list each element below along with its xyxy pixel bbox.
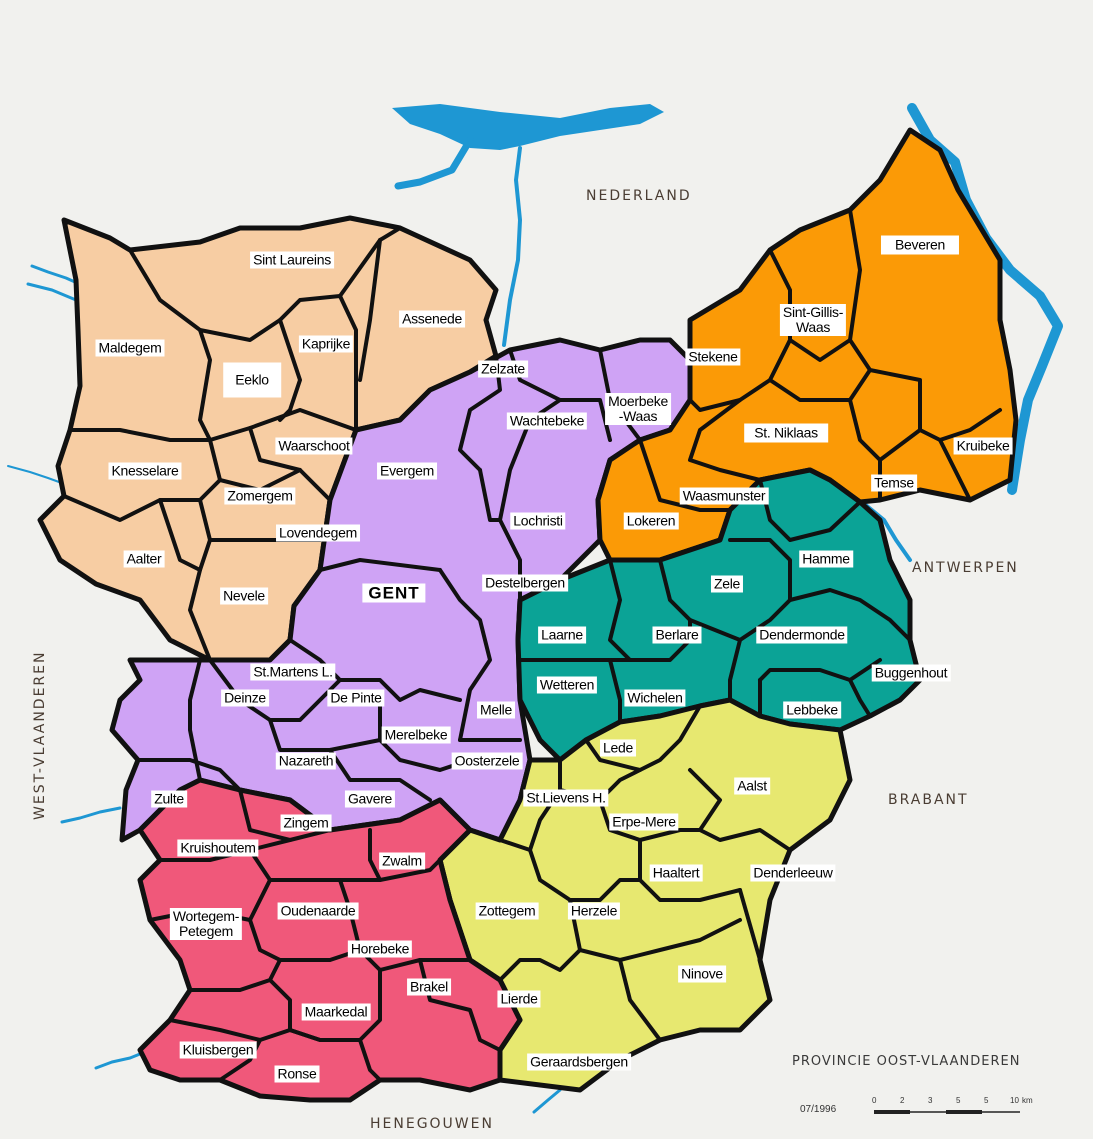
northern-canal	[502, 146, 522, 347]
municipality-label: Oudenaarde	[277, 902, 359, 920]
region-oudenaarde	[137, 777, 523, 1103]
municipality-label: Aalst	[734, 777, 770, 795]
municipality-label: Ronse	[274, 1065, 320, 1083]
municipality-label: Maarkedal	[301, 1003, 371, 1021]
municipality-label: Denderleeuw	[750, 864, 836, 882]
municipality-label: Zomergem	[224, 487, 296, 505]
municipality-label: St.Martens L.	[250, 663, 336, 681]
municipality-label-gent: GENT	[362, 583, 426, 603]
municipality-label: Stekene	[685, 348, 741, 366]
municipality-label: Sint Laureins	[250, 251, 334, 269]
municipality-label: Berlare	[652, 626, 702, 644]
westerschelde-estuary	[392, 104, 664, 150]
municipality-label: Geraardsbergen	[527, 1053, 631, 1071]
municipality-label: Knesselare	[108, 462, 182, 480]
scale-tick-2: 3	[928, 1096, 933, 1105]
municipality-label: Erpe-Mere	[609, 813, 679, 831]
west-canal-2	[26, 282, 78, 302]
municipality-label: Lochristi	[510, 512, 566, 530]
lys-river	[60, 806, 122, 824]
neighbor-label-nederland: NEDERLAND	[586, 188, 692, 204]
municipality-label: Eeklo	[223, 362, 281, 398]
municipality-label: Deinze	[221, 689, 269, 707]
municipality-label: Beveren	[880, 235, 960, 255]
municipality-label: Kaprijke	[298, 335, 354, 353]
municipality-label: Lovendegem	[276, 524, 360, 542]
dender-south	[532, 1088, 562, 1114]
municipality-label: Aalter	[123, 550, 165, 568]
municipality-label: Oosterzele	[451, 752, 523, 770]
municipality-label: Wichelen	[624, 689, 686, 707]
municipality-label: Zulte	[151, 790, 187, 808]
municipality-label: Lede	[600, 739, 636, 757]
municipality-label: De Pinte	[327, 689, 385, 707]
municipality-label: Melle	[477, 701, 515, 719]
municipality-label: Brakel	[407, 978, 451, 996]
municipality-label: Destelbergen	[482, 574, 568, 592]
scale-tick-4: 5	[984, 1096, 989, 1105]
municipality-label: Gavere	[344, 790, 396, 808]
municipality-label: Sint-Gillis- Waas	[779, 304, 847, 336]
water-features	[7, 103, 1063, 1114]
scale-tick-3: 5	[956, 1096, 961, 1105]
municipality-label: Wetteren	[536, 676, 598, 694]
municipality-label: Zelzate	[478, 360, 528, 378]
scale-tick-1: 2	[900, 1096, 905, 1105]
scale-tick-0: 0	[872, 1096, 877, 1105]
municipality-label: Lierde	[497, 990, 541, 1008]
municipality-label: Hamme	[799, 550, 853, 568]
municipality-label: Dendermonde	[756, 626, 848, 644]
municipality-label: Herzele	[567, 902, 621, 920]
municipality-label: Wortegem- Petegem	[169, 908, 243, 940]
municipality-label: Nazareth	[275, 752, 337, 770]
municipality-label: St. Niklaas	[744, 423, 828, 443]
scale-unit: km	[1022, 1096, 1033, 1105]
neighbor-label-west-vlaanderen: WEST-VLAANDEREN	[32, 650, 48, 820]
municipality-label: Kruibeke	[953, 437, 1013, 455]
municipality-label: Maldegem	[95, 339, 165, 357]
scale-tick-5: 10	[1010, 1096, 1019, 1105]
neighbor-label-brabant: BRABANT	[888, 792, 969, 808]
neighbor-label-antwerpen: ANTWERPEN	[912, 560, 1019, 576]
scale-bar	[874, 1110, 1020, 1114]
municipality-label: Lebbeke	[783, 701, 841, 719]
municipality-label: Ninove	[678, 965, 726, 983]
map-date: 07/1996	[800, 1104, 837, 1115]
municipality-label: Buggenhout	[871, 664, 951, 682]
neighbor-label-henegouwen: HENEGOUWEN	[370, 1116, 494, 1132]
municipality-label: Waarschoot	[275, 437, 353, 455]
municipality-label: Horebeke	[347, 940, 413, 958]
municipality-label: Moerbeke -Waas	[605, 393, 671, 425]
municipality-label: Laarne	[538, 626, 586, 644]
municipality-label: Zwalm	[379, 852, 425, 870]
municipality-label: Nevele	[220, 587, 268, 605]
municipality-label: Assenede	[399, 310, 465, 328]
municipality-label: Zingem	[280, 814, 332, 832]
municipality-label: Kruishoutem	[177, 839, 259, 857]
municipality-label: Lokeren	[623, 512, 679, 530]
municipality-label: Haaltert	[649, 864, 703, 882]
scheldt-inlet	[394, 136, 474, 190]
municipality-label: Kluisbergen	[179, 1041, 257, 1059]
municipality-label: Evergem	[377, 462, 437, 480]
municipality-label: Merelbeke	[381, 726, 451, 744]
map-title: PROVINCIE OOST-VLAANDEREN	[792, 1054, 1021, 1069]
municipality-label: Wachtebeke	[506, 412, 588, 430]
municipality-label: Temse	[871, 474, 917, 492]
scheldt-river-east	[907, 103, 1063, 495]
municipality-label: Zottegem	[475, 902, 539, 920]
municipality-label: Waasmunster	[679, 487, 769, 505]
municipality-label: St.Lievens H.	[523, 789, 609, 807]
municipality-label: Zele	[710, 575, 744, 593]
region-layer	[37, 127, 1019, 1103]
